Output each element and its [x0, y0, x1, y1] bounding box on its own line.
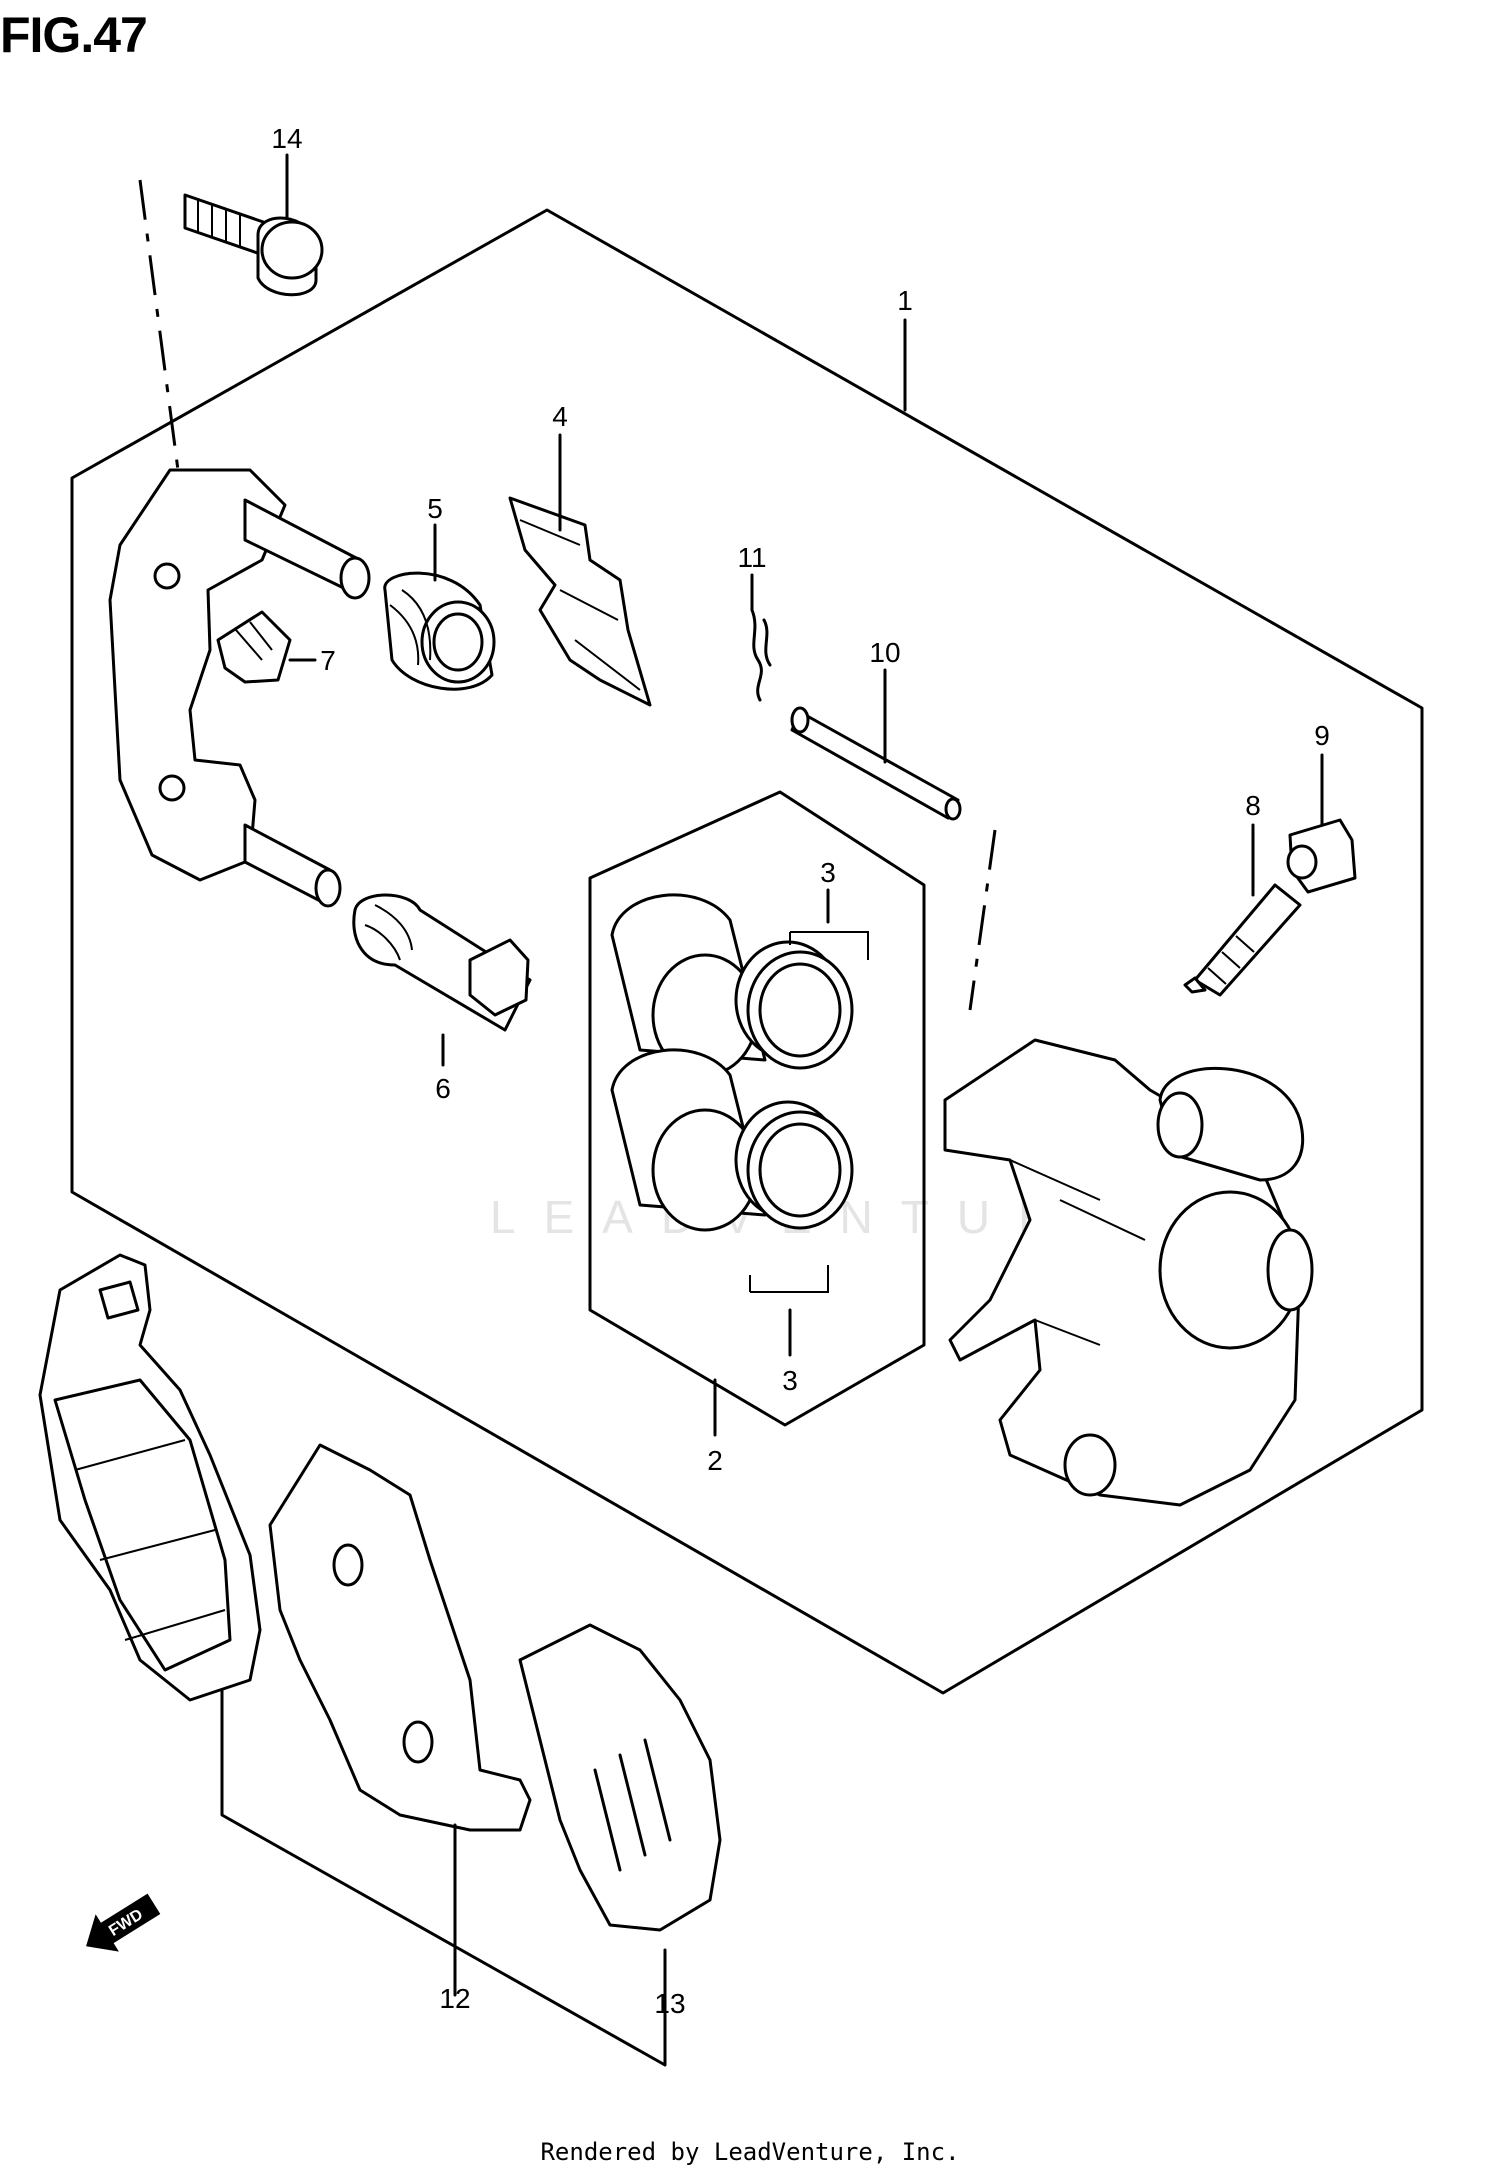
callout-2: 2 [707, 1445, 723, 1476]
alignment-line-pin [968, 829, 997, 1011]
callout-6: 6 [435, 1073, 451, 1104]
callout-4: 4 [552, 401, 568, 432]
callout-1: 1 [897, 285, 913, 316]
clip-7[interactable] [216, 610, 292, 684]
seal-kit-outline-2 [588, 790, 926, 1427]
slide-pin-6[interactable] [352, 893, 532, 1032]
boot-5[interactable] [383, 571, 496, 691]
pad-spring-4[interactable] [508, 496, 652, 707]
callout-13: 13 [654, 1988, 685, 2019]
callout-5: 5 [427, 493, 443, 524]
callout-3-lower: 3 [782, 1365, 798, 1396]
callout-3-upper: 3 [820, 857, 836, 888]
alignment-line-bolt [138, 179, 197, 601]
callout-8: 8 [1245, 790, 1261, 821]
footer-credit: Rendered by LeadVenture, Inc. [540, 2138, 960, 2166]
callout-10: 10 [869, 637, 900, 668]
callout-7: 7 [320, 645, 336, 676]
pad-pin-10[interactable] [790, 706, 962, 821]
callout-9: 9 [1314, 720, 1330, 751]
bleeder-cap-9[interactable] [1286, 818, 1357, 894]
clip-pin-11[interactable] [750, 608, 772, 702]
forward-arrow-icon: FWD [86, 1893, 161, 1952]
group-bracket-12-13 [220, 1688, 667, 2067]
seals-3[interactable] [734, 931, 869, 1293]
caliper-body[interactable] [943, 1038, 1314, 1507]
bolt-14[interactable] [183, 193, 324, 297]
shim-13[interactable] [518, 1623, 722, 1932]
assembly-outline-1 [70, 208, 1424, 1695]
pistons-2[interactable] [610, 893, 767, 1232]
brake-pads-12[interactable] [38, 1253, 532, 1832]
caliper-bracket[interactable] [108, 468, 371, 908]
callout-11: 11 [737, 542, 766, 573]
figure-title: FIG.47 [0, 7, 148, 63]
bleeder-valve-8[interactable] [1183, 883, 1302, 997]
callout-12: 12 [439, 1983, 470, 2014]
callout-14: 14 [271, 123, 302, 154]
